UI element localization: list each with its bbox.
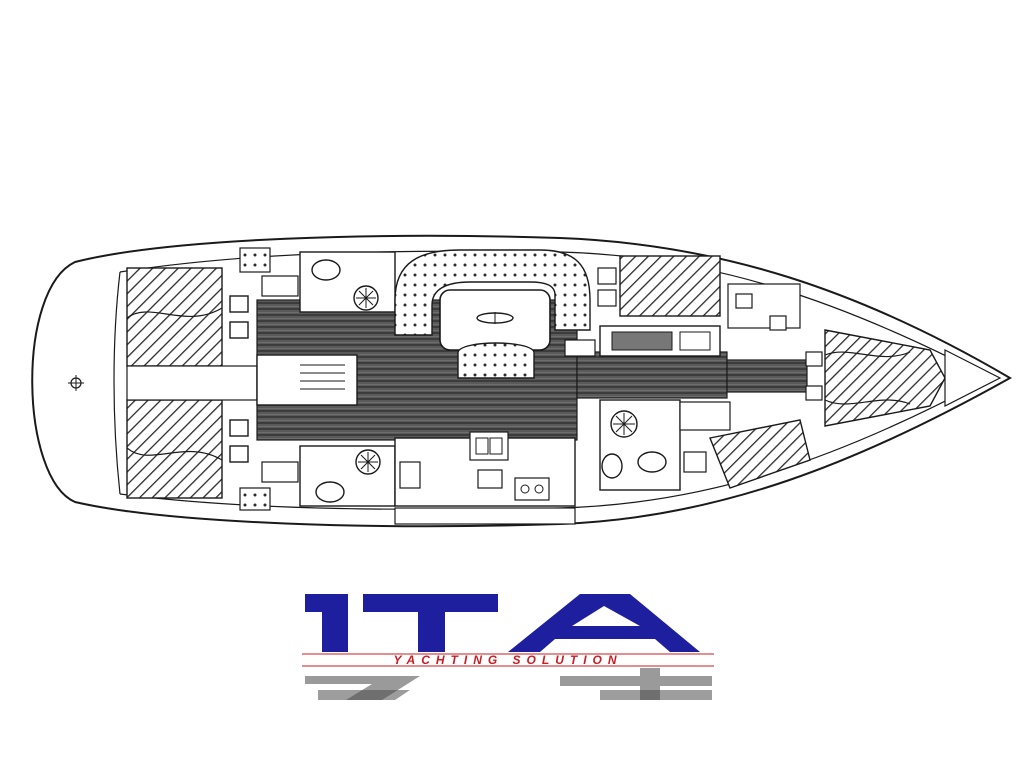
aft-cabin-starboard — [126, 399, 249, 499]
compass-icon — [68, 375, 84, 391]
chain-locker — [944, 349, 1002, 407]
saloon-table — [439, 289, 551, 351]
logo-brand — [305, 594, 700, 652]
logo-tagline: YACHTING SOLUTION — [393, 653, 622, 667]
midship-cabin-port — [597, 255, 721, 317]
aft-corridor — [126, 365, 258, 401]
forward-lockers — [727, 283, 801, 331]
logo-band — [302, 653, 714, 667]
head-forward — [599, 399, 681, 491]
nav-station — [564, 325, 721, 357]
ita-logo — [302, 594, 714, 700]
logo-number — [305, 668, 712, 700]
v-berth — [805, 329, 946, 427]
head-port-aft — [239, 247, 396, 313]
saloon-stool — [457, 342, 535, 379]
aft-cabin-port — [126, 267, 249, 367]
galley — [394, 431, 576, 525]
head-starboard-aft — [239, 445, 396, 511]
forward-cabin-starboard — [679, 401, 811, 489]
transom-line — [113, 271, 121, 495]
saloon-settee — [394, 249, 591, 336]
